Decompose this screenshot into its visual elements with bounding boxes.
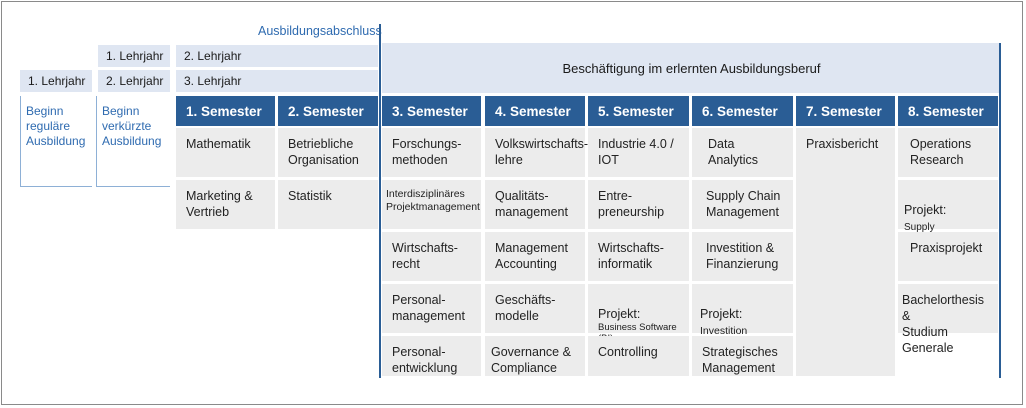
- semester-header: 3. Semester: [382, 96, 481, 126]
- semester-header: 4. Semester: [485, 96, 585, 126]
- end-line: [999, 43, 1001, 378]
- module-cell: Volkswirtschafts- lehre: [485, 128, 588, 177]
- module-cell: Personal- entwicklung: [382, 336, 481, 376]
- module-cell: Strategisches Management: [692, 336, 793, 376]
- module-cell: Geschäfts- modelle: [485, 284, 585, 333]
- project-label: Projekt:: [598, 307, 641, 321]
- semester-header: 2. Semester: [278, 96, 378, 126]
- beschaeftigung-label: Beschäftigung im erlernten Ausbildungsbe…: [562, 60, 821, 76]
- module-cell: Entre- preneurship: [588, 180, 689, 229]
- module-cell: Wirtschafts- informatik: [588, 232, 689, 281]
- project-label: Projekt:: [904, 203, 947, 217]
- module-cell: Forschungs- methoden: [382, 128, 481, 177]
- module-cell: Interdisziplinäres Projektmanagement: [382, 180, 481, 229]
- lehrjahr-box: 3. Lehrjahr: [176, 70, 378, 92]
- module-cell: Industrie 4.0 / IOT: [588, 128, 689, 177]
- beginn-regulaer-line-bottom: [20, 186, 92, 187]
- lehrjahr-box: 2. Lehrjahr: [176, 45, 378, 67]
- beginn-verkuerzt-line: [96, 96, 97, 186]
- semester-header: 6. Semester: [692, 96, 793, 126]
- project-cell: Projekt: Business Software (BI): [588, 284, 689, 344]
- module-cell: Data Analytics: [692, 128, 793, 177]
- beginn-regulaer-label: Beginn reguläre Ausbildung: [26, 104, 86, 148]
- lehrjahr-box: 1. Lehrjahr: [98, 45, 170, 67]
- lehrjahr-box: 2. Lehrjahr: [98, 70, 170, 92]
- module-cell: Qualitäts- management: [485, 180, 585, 229]
- abschluss-line: [379, 24, 381, 378]
- semester-header: 8. Semester: [898, 96, 998, 126]
- beginn-verkuerzt-line-bottom: [96, 186, 170, 187]
- module-cell: Mathematik: [176, 128, 275, 177]
- project-label: Projekt:: [700, 307, 743, 321]
- beginn-verkuerzt-label: Beginn verkürzte Ausbildung: [102, 104, 162, 148]
- module-cell: Betriebliche Organisation: [278, 128, 378, 177]
- beschaeftigung-band: Beschäftigung im erlernten Ausbildungsbe…: [382, 43, 1001, 93]
- module-cell: Statistik: [278, 180, 378, 229]
- project-cell: Projekt: Investition & Finanzierung: [692, 284, 793, 353]
- module-cell: Management Accounting: [485, 232, 585, 281]
- ausbildungsabschluss-label: Ausbildungsabschluss: [258, 24, 382, 38]
- module-cell: Supply Chain Management: [692, 180, 793, 229]
- module-cell: Bachelorthesis & Studium Generale: [898, 284, 998, 355]
- module-cell: Personal- management: [382, 284, 481, 333]
- module-cell: Investition & Finanzierung: [692, 232, 793, 281]
- project-cell: Projekt: Supply Chain Management: [898, 180, 998, 249]
- semester-header: 5. Semester: [588, 96, 689, 126]
- module-cell: Governance & Compliance: [485, 336, 585, 376]
- lehrjahr-box: 1. Lehrjahr: [20, 70, 92, 92]
- beginn-regulaer-line: [20, 96, 21, 186]
- module-cell: Praxisbericht: [796, 128, 895, 376]
- semester-header: 7. Semester: [796, 96, 895, 126]
- module-cell: Wirtschafts- recht: [382, 232, 481, 281]
- semester-header: 1. Semester: [176, 96, 275, 126]
- module-cell: Marketing & Vertrieb: [176, 180, 275, 229]
- module-cell: Controlling: [588, 336, 689, 376]
- module-cell: Praxisprojekt: [898, 232, 998, 281]
- module-cell: Operations Research: [898, 128, 998, 177]
